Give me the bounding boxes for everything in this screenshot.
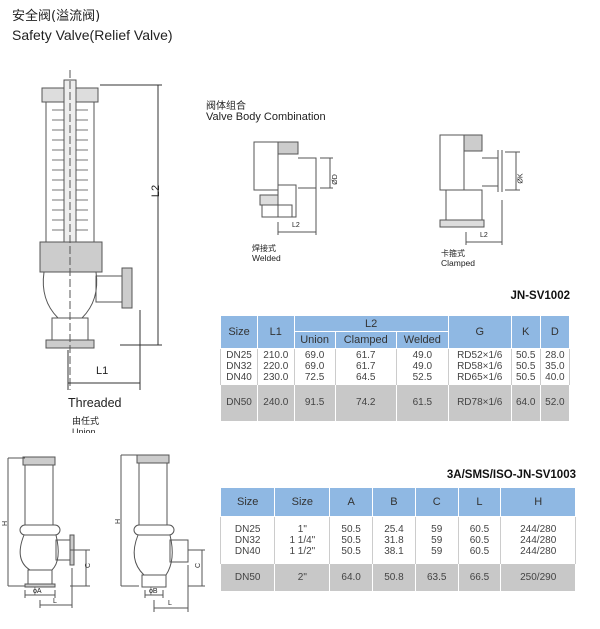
title-en: Safety Valve(Relief Valve) [12,27,173,43]
cell: 49.0 49.0 52.5 [395,348,449,385]
welded-3a-valve-drawing [120,454,205,612]
dim-h-label-2: H [115,518,123,525]
cell: 66.5 [457,563,502,591]
clamped-en: Clamped [441,258,476,268]
cell: 50.5 50.5 50.5 [329,516,374,564]
cell: 25.4 31.8 38.1 [372,516,416,564]
threaded-valve-drawing [39,70,162,390]
dim-c-label-1: C [85,562,93,569]
cell: 74.2 [334,384,397,421]
welded-l2-label: L2 [292,222,300,229]
union-caption-zh: 由任式 [72,417,100,427]
welded-en: Welded [252,253,281,263]
col-g: G [447,315,512,349]
threaded-caption: Threaded [68,396,122,410]
table-row: DN50 2" 64.0 50.8 63.5 66.5 250/290 [219,563,576,591]
cell: 64.0 [510,384,541,421]
cell: 59 59 59 [414,516,459,564]
cell: DN25 DN32 DN40 [219,516,276,564]
cell: DN50 [219,563,276,591]
cell: 61.5 [395,384,449,421]
cell: 69.0 69.0 72.5 [293,348,336,385]
cell: 240.0 [257,384,295,421]
welded-body-drawing [253,141,333,235]
table-row: DN25 DN32 DN40 210.0 220.0 230.0 69.0 69… [219,348,571,385]
union-caption-en: Union [72,427,96,433]
cell: 52.0 [539,384,571,421]
title-zh: 安全阀(溢流阀) [12,9,101,24]
col-d: D [539,315,571,349]
col-size-inch: Size [274,487,331,517]
cell: 64.0 [329,563,374,591]
cell: 28.0 35.0 40.0 [539,348,571,385]
cell: 244/280 244/280 244/280 [500,516,576,564]
col-h: H [500,487,576,517]
col-l: L [457,487,502,517]
cell: 250/290 [500,563,576,591]
clamped-l2-label: L2 [480,232,488,239]
clamped-body-drawing [439,134,520,245]
col-size: Size [219,487,276,517]
cell: 210.0 220.0 230.0 [257,348,295,385]
dim-l1-label: L1 [96,365,109,377]
cell: 1" 1 1/4" 1 1/2" [274,516,331,564]
cell: 50.5 50.5 50.5 [510,348,541,385]
body-combination-en: Valve Body Combination [206,111,326,123]
dim-l2-label: L2 [150,184,163,198]
cell: 91.5 [293,384,336,421]
cell: 61.7 61.7 64.5 [334,348,397,385]
clamped-k-label: ØK [517,173,525,184]
welded-zh: 焊接式 [252,244,276,253]
dim-l-label-1: L [53,598,57,605]
col-l1: L1 [257,315,295,349]
col-size: Size [219,315,259,349]
spec-table-sv1003: Size Size A B C L H DN25 DN32 DN40 1" 1 … [219,487,576,591]
model-jn-sv1002: JN-SV1002 [510,290,570,302]
dim-c-label-2: C [195,562,203,569]
col-clamped: Clamped [334,331,397,349]
table-row: DN25 DN32 DN40 1" 1 1/4" 1 1/2" 50.5 50.… [219,516,576,564]
col-c: C [414,487,459,517]
col-l2: L2 [293,315,449,332]
dim-h-label-1: H [2,520,10,527]
col-union: Union [293,331,336,349]
cell: RD52×1/6 RD58×1/6 RD65×1/6 [447,348,512,385]
cell: DN50 [219,384,259,421]
cell: 50.8 [372,563,416,591]
col-b: B [372,487,416,517]
spec-table-sv1002: Size L1 L2 G K D Union Clamped Welded DN… [219,315,571,421]
dim-l-label-2: L [168,600,172,607]
table-row: DN50 240.0 91.5 74.2 61.5 RD78×1/6 64.0 … [219,384,571,421]
cell: 60.5 60.5 60.5 [457,516,502,564]
model-sv1003: 3A/SMS/ISO-JN-SV1003 [446,469,576,481]
cell: RD78×1/6 [447,384,512,421]
welded-d-label: ØD [331,174,339,185]
col-a: A [329,487,374,517]
clamped-3a-valve-drawing [7,456,90,608]
col-welded: Welded [395,331,449,349]
cell: DN25 DN32 DN40 [219,348,259,385]
cell: 63.5 [414,563,459,591]
body-combination-zh: 阀体组合 [206,101,246,112]
dim-b-label: ϕB [149,588,158,595]
clamped-zh: 卡箍式 [441,249,465,258]
cell: 2" [274,563,331,591]
col-k: K [510,315,541,349]
dim-a-label: ϕA [33,588,42,595]
